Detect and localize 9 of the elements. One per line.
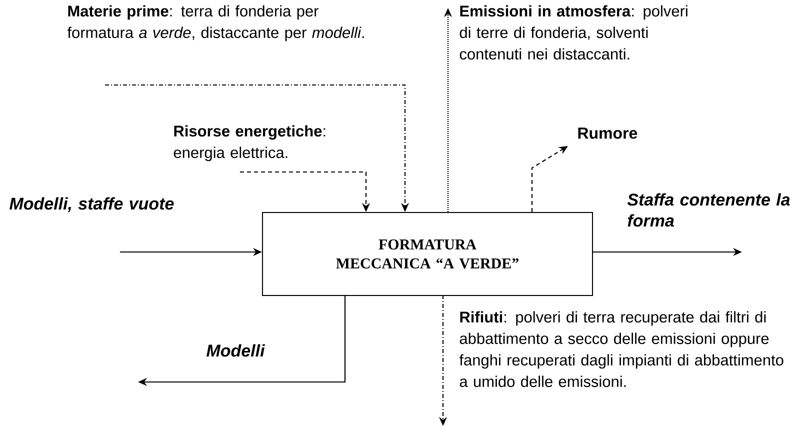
flow-description: Materie prime: terra di fonderia per formatura a verde, distaccante per modelli. [67,5,364,42]
edge-label: Staffa contenente la forma [627,193,790,227]
flow-description: Risorse energetiche: energia elettrica. [174,125,326,162]
edge-label: Modelli, staffe vuote [10,197,174,212]
process-box: FORMATURA MECCANICA “A VERDE” [262,212,593,296]
output-label: Rumore [578,128,638,139]
flow-description: Rifiuti: polveri di terra recuperate dai filtri di abbattimento a secco delle emissioni oppure fanghi recuperati dagli impianti di abbattimento a umido delle emissioni. [459,311,784,388]
flow-description: Emissioni in atmosfera: polveri di terre di fonderia, solventi contenuti nei distaccanti. [460,5,688,60]
edge-label: Modelli [206,344,266,357]
